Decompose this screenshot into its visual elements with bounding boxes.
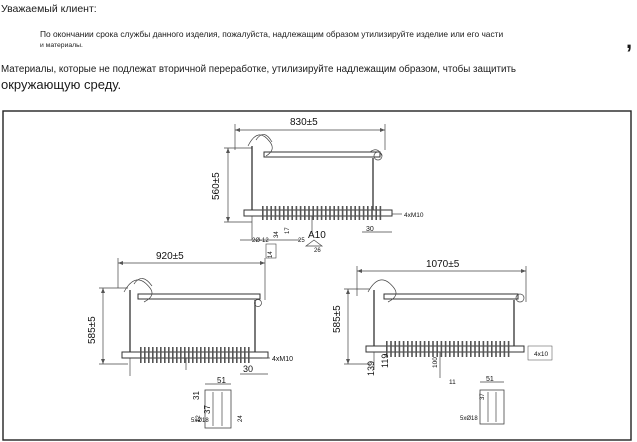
top-thread-label: 4xM10: [404, 212, 424, 219]
left-dim-37: 37: [203, 405, 212, 414]
left-width-label: 920±5: [156, 251, 184, 262]
top-dim-25: 25: [298, 238, 305, 244]
right-height-label: 585±5: [332, 305, 343, 333]
top-dim-26: 26: [314, 248, 321, 254]
top-end-label: 30: [366, 226, 374, 233]
right-dim-119: 119: [380, 354, 390, 368]
top-switch-drawing: 830±5 560±5 4xM10 30 A10 2Ø-12 34 17 14 …: [211, 117, 424, 259]
left-height-label: 585±5: [87, 316, 98, 344]
top-hole-label: 2Ø-12: [252, 238, 269, 244]
left-thread-label: 4xM10: [272, 356, 293, 363]
top-dim-14: 14: [268, 251, 274, 258]
right-dim-37: 37: [480, 393, 486, 400]
paragraph-2-line-2: окружающую среду.: [1, 77, 122, 92]
greeting: Уважаемый клиент:: [1, 3, 97, 15]
drawing-frame: [2, 110, 632, 441]
left-hole-label: 5xØ18: [191, 418, 209, 424]
top-width-label: 830±5: [290, 117, 318, 128]
right-hole-label: 5xØ18: [460, 416, 478, 422]
paragraph-1-line-1: По окончании срока службы данного издели…: [40, 29, 504, 39]
left-dim-31: 31: [192, 391, 201, 400]
left-dim-24: 24: [238, 415, 244, 422]
right-thread-label: 4x10: [534, 351, 548, 358]
technical-drawing: 830±5 560±5 4xM10 30 A10 2Ø-12 34 17 14 …: [0, 100, 637, 442]
right-dim-11: 11: [449, 379, 456, 386]
stray-comma: ,: [626, 28, 633, 53]
paragraph-2-line-1: Материалы, которые не подлежат вторичной…: [1, 64, 517, 75]
top-dim-34: 34: [274, 231, 280, 238]
right-dim-139: 139: [366, 361, 376, 376]
top-a10-label: A10: [308, 230, 326, 241]
right-dim-100: 100: [432, 357, 439, 368]
left-end-label: 30: [243, 364, 253, 374]
right-width-label: 1070±5: [426, 259, 460, 270]
right-dim-51: 51: [486, 376, 494, 383]
left-switch-drawing: 920±5 585±5 4xM10 30 51 31 37 12 24 5xØ1…: [87, 251, 293, 429]
top-dim-17: 17: [285, 227, 291, 234]
left-dim-12: 12: [196, 415, 202, 422]
top-height-label: 560±5: [211, 172, 222, 200]
left-dim-51: 51: [217, 376, 226, 385]
right-switch-drawing: 1070±5 585±5 4x10 139 119 100 11 51 37 5…: [332, 259, 553, 425]
paragraph-1-line-2: и материалы.: [40, 42, 83, 49]
